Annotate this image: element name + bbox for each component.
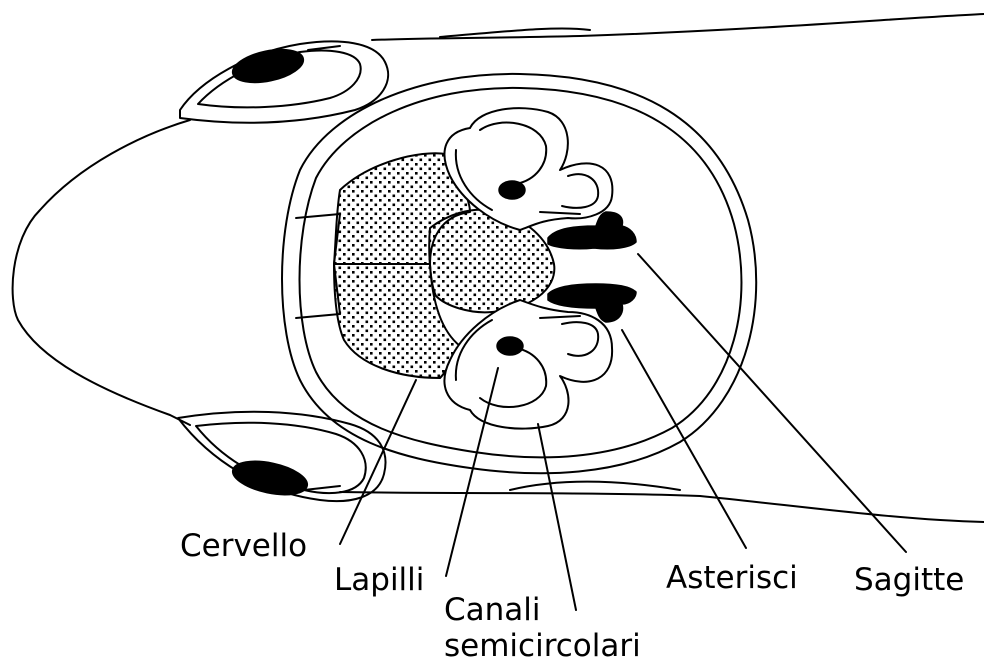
eye-bottom	[178, 412, 386, 501]
label-lapilli: Lapilli	[334, 562, 424, 598]
label-canali-line2: semicircolari	[444, 628, 641, 664]
label-canali-line1: Canali	[444, 592, 541, 628]
label-cervello: Cervello	[180, 528, 307, 564]
labyrinth-bottom	[444, 300, 612, 429]
eye-top	[180, 41, 388, 122]
label-asterisci: Asterisci	[666, 560, 798, 596]
label-sagitte: Sagitte	[854, 562, 964, 598]
